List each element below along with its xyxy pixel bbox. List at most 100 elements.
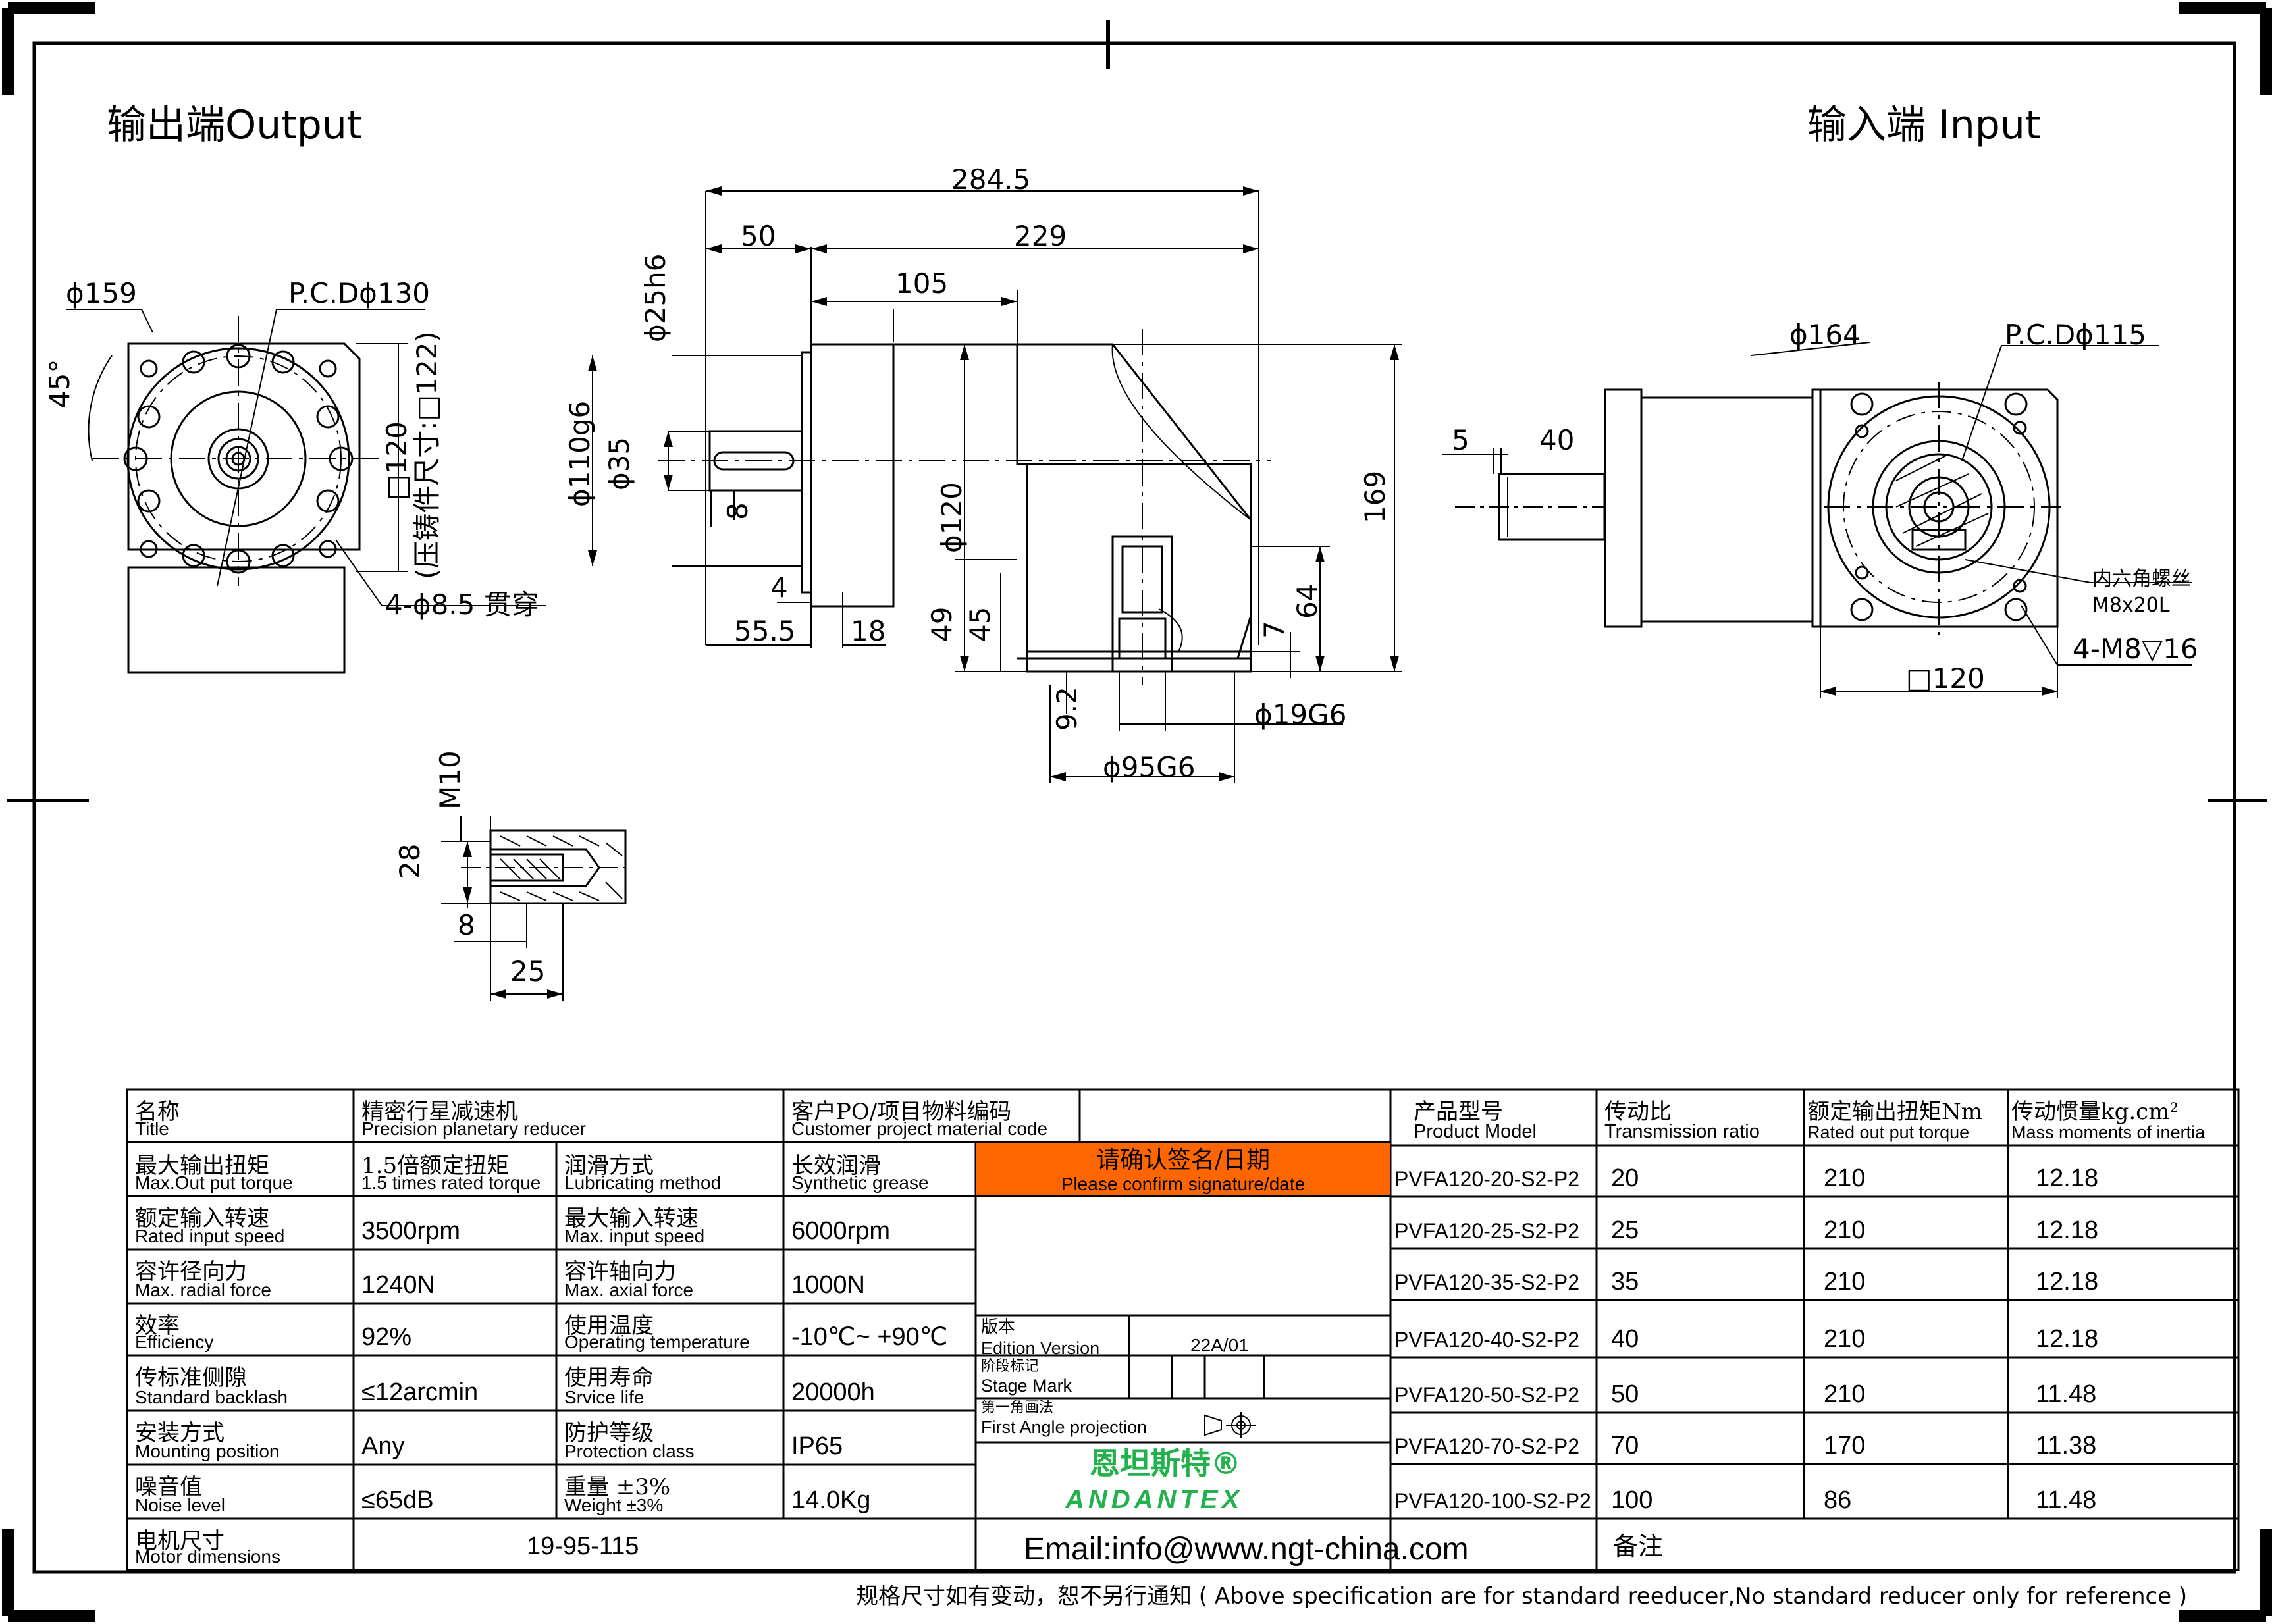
spec-param2: 重量 ±3%Weight ±3% [556,1465,783,1519]
model-ratio: 50 [1611,1380,1639,1408]
model-code-cell: PVFA120-40-S2-P2 [1390,1300,1597,1357]
model-ratio-cell: 20 [1597,1145,1804,1197]
dim-input-sq120: □120 [1906,662,1985,694]
model-torque-cell: 86 [1804,1464,2008,1519]
motor-value: 19-95-115 [527,1532,639,1560]
model-ratio-cell: 25 [1597,1197,1804,1249]
model-ratio: 40 [1611,1325,1639,1353]
spec-value2-value: 20000h [791,1378,875,1406]
spec-param2-cn: 使用温度 [564,1313,654,1339]
spec-param2-cn: 润滑方式 [564,1153,654,1179]
dim-cast122: (压铸件尺寸:□122) [411,331,443,579]
model-torque: 210 [1824,1380,1866,1408]
dim-40: 40 [1539,424,1575,456]
dim-284-5: 284.5 [951,163,1031,196]
stage-en: Stage Mark [981,1376,1072,1396]
corner-bl [2,1529,95,1622]
dim-18: 18 [851,615,886,647]
dim-50: 50 [741,220,776,252]
dim-55-5: 55.5 [734,615,796,647]
dim-9-2: 9.2 [1051,687,1083,731]
output-view [66,309,546,674]
motor-cell: 电机尺寸 Motor dimensions [135,1528,280,1567]
spec-value: 1240N [354,1249,556,1303]
spec-param-en: Rated input speed [135,1226,285,1246]
spec-value-value: 92% [361,1323,412,1351]
model-inertia: 12.18 [2036,1325,2099,1353]
model-inertia-cell: 11.38 [2008,1413,2238,1464]
table-lines [126,1088,2240,1571]
spec-param-en: Noise level [135,1495,225,1515]
model-ratio-cell: 40 [1597,1300,1804,1357]
spec-param-cn: 噪音值 [135,1474,202,1500]
spec-value2-value: 1000N [791,1271,865,1299]
spec-value-value: 3500rpm [361,1217,460,1245]
edition-en: Edition Version [981,1338,1100,1358]
dim-d35: ϕ35 [603,436,635,490]
dim-d19g6: ϕ19G6 [1254,698,1347,731]
model-ratio-cell: 100 [1597,1464,1804,1519]
model-torque: 210 [1824,1165,1866,1192]
spec-param2-en: Lubricating method [564,1172,722,1193]
dim-8: 8 [722,502,754,520]
spec-param2-en: Weight ±3% [564,1495,664,1515]
spec-param2-cn: 使用寿命 [564,1365,654,1391]
screw-en: M8x20L [2092,594,2170,617]
confirm-signature-cell[interactable]: 请确认签名/日期 Please confirm signature/date [1061,1147,1306,1194]
screw-cn: 内六角螺丝 [2092,567,2191,590]
model-torque: 86 [1824,1486,1852,1514]
spec-value2-cn: 长效润滑 [791,1153,881,1179]
model-ratio: 25 [1611,1217,1639,1244]
head-inertia: 传动惯量kg.cm² Mass moments of inertia [2011,1099,2206,1142]
dim-5: 5 [1452,424,1469,456]
spec-value-value: Any [361,1432,405,1460]
dim-d95g6: ϕ95G6 [1103,751,1196,783]
model-inertia: 12.18 [2036,1268,2099,1296]
model-code: PVFA120-100-S2-P2 [1394,1489,1591,1513]
input-view [1442,342,2192,698]
spec-param-en: Max. radial force [135,1280,271,1300]
corner-tr [2179,2,2272,95]
corner-br [2179,1529,2272,1622]
spec-value2-value: IP65 [791,1432,843,1460]
title-cell: 名称 Title [135,1099,180,1139]
output-title: 输出端Output [107,102,363,148]
dim-64: 64 [1291,583,1323,619]
spec-param-cn: 传标准侧隙 [135,1365,247,1391]
dim-d120: ϕ120 [936,482,968,553]
model-code-cell: PVFA120-25-S2-P2 [1390,1197,1597,1249]
model-torque: 170 [1824,1432,1866,1459]
model-torque-cell: 210 [1804,1249,2008,1300]
model-code-cell: PVFA120-20-S2-P2 [1390,1145,1597,1197]
model-torque-cell: 210 [1804,1300,2008,1357]
spec-value2-value: -10℃~ +90℃ [791,1323,948,1351]
spec-param2-cn: 重量 ±3% [564,1474,671,1500]
spec-value-value: 1240N [361,1271,435,1299]
head-model: 产品型号 Product Model [1414,1099,1537,1142]
spec-value-value: ≤65dB [361,1486,434,1514]
dim-229: 229 [1014,220,1067,252]
projection-symbol [1204,1412,1256,1438]
model-inertia: 11.38 [2036,1432,2097,1459]
model-code-cell: PVFA120-70-S2-P2 [1390,1413,1597,1464]
dim-pcd115: P.C.Dϕ115 [2005,319,2147,351]
model-torque-cell: 210 [1804,1197,2008,1249]
head-torque: 额定输出扭矩Nm Rated out put torque [1807,1099,1982,1142]
dim-m10: M10 [434,750,466,810]
dim-169: 169 [1359,470,1391,523]
dim-7: 7 [1258,621,1290,639]
spec-param2-en: Operating temperature [564,1332,750,1352]
model-torque-cell: 210 [1804,1145,2008,1197]
model-inertia: 12.18 [2036,1165,2099,1192]
model-code-cell: PVFA120-50-S2-P2 [1390,1357,1597,1413]
